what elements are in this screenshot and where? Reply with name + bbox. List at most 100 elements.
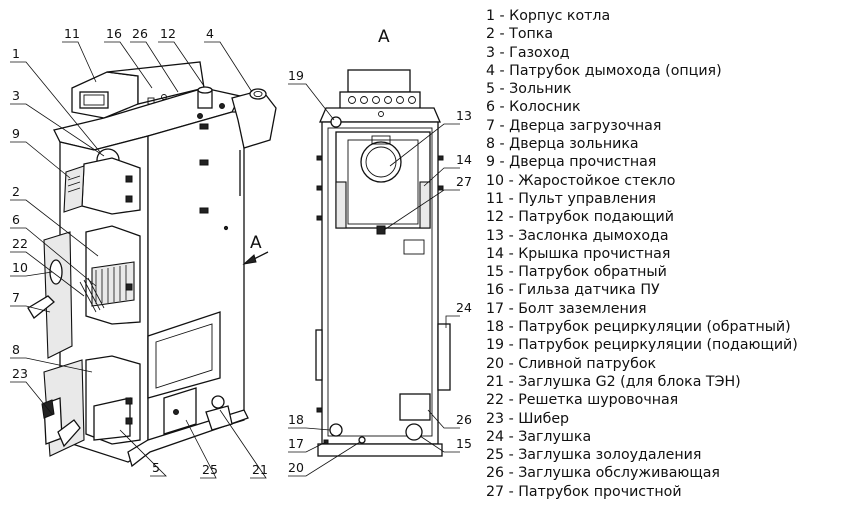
rear-plate: [403, 239, 425, 255]
callout-4: 4: [206, 26, 214, 41]
callout-21: 21: [252, 462, 268, 477]
callout-numbers: 11 16 26 12 4 1 3 9 2 6 22 10 7 8 23 5 2…: [12, 26, 472, 477]
return-pipe: [405, 423, 423, 441]
rear-connector: [408, 96, 416, 104]
callout-16: 16: [106, 26, 122, 41]
chimney-damper-handle: [371, 135, 391, 145]
callout-9: 9: [12, 126, 20, 141]
side-dot: [223, 225, 229, 231]
callout-18: 18: [288, 412, 304, 427]
chimney-damper-inner: [365, 146, 397, 178]
legend-item-19: 19 - Патрубок рециркуляции (подающий): [486, 337, 798, 354]
leader-lines: [10, 41, 460, 479]
callout-6: 6: [12, 212, 20, 227]
rear-top-cap: [319, 107, 441, 123]
legend-item-3: 3 - Газоход: [486, 44, 570, 61]
side-edge-left: [315, 329, 323, 381]
callout-19: 19: [288, 68, 304, 83]
legend-item-11: 11 - Пульт управления: [486, 190, 657, 207]
rear-connector-strip: [339, 91, 421, 111]
rear-view-title: А: [378, 27, 390, 47]
loading-door-handle: [27, 295, 55, 319]
callout-10: 10: [12, 260, 28, 275]
recirculation-return-pipe: [329, 423, 343, 437]
callout-25: 25: [202, 462, 218, 477]
sensor-sleeve-2: [219, 103, 225, 109]
callout-27: 27: [456, 174, 472, 189]
legend-item-7: 7 - Дверца загрузочная: [486, 117, 662, 134]
cleaning-pipe: [376, 225, 386, 235]
side-bolt-2: [199, 159, 209, 166]
legend-item-25: 25 - Заглушка золоудаления: [486, 447, 702, 464]
callout-11: 11: [64, 26, 80, 41]
ash-door-hinge: [125, 397, 133, 405]
legend-item-14: 14 - Крышка прочистная: [486, 245, 671, 262]
legend-item-18: 18 - Патрубок рециркуляции (обратный): [486, 319, 791, 336]
rear-control-box: [347, 69, 411, 93]
legend-item-2: 2 - Топка: [486, 26, 554, 43]
legend-item-1: 1 - Корпус котла: [486, 8, 611, 24]
legend-item-9: 9 - Дверца прочистная: [486, 154, 657, 171]
legend-item-15: 15 - Патрубок обратный: [486, 264, 667, 281]
callout-13: 13: [456, 108, 472, 123]
rear-base: [317, 443, 443, 457]
legend-item-17: 17 - Болт заземления: [486, 300, 647, 317]
legend-item-12: 12 - Патрубок подающий: [486, 209, 674, 226]
legend-item-4: 4 - Патрубок дымохода (опция): [486, 62, 722, 79]
side-bolt-1: [199, 123, 209, 130]
callout-22: 22: [12, 236, 28, 251]
control-panel-display: [79, 91, 109, 109]
supply-pipe-end: [197, 86, 213, 94]
legend-item-24: 24 - Заглушка: [486, 428, 592, 445]
callout-8: 8: [12, 342, 20, 357]
ash-removal-plug: [163, 387, 197, 435]
legend-item-10: 10 - Жаростойкое стекло: [486, 172, 676, 189]
rear-connector: [348, 96, 356, 104]
loading-door: [43, 231, 73, 359]
callout-3: 3: [12, 88, 20, 103]
callout-15: 15: [456, 436, 472, 451]
ash-door-handle: [57, 419, 81, 448]
side-bolt-3: [199, 207, 209, 214]
service-plug: [399, 393, 431, 421]
legend-item-5: 5 - Зольник: [486, 81, 572, 98]
cleaning-door-open-leaf: [63, 165, 85, 213]
callout-24: 24: [456, 300, 472, 315]
legend-item-27: 27 - Патрубок прочистной: [486, 483, 682, 500]
callout-1: 1: [12, 46, 20, 61]
side-plug: [437, 323, 451, 391]
cleaning-lid-side-left: [335, 181, 347, 229]
legend-item-22: 22 - Решетка шуровочная: [486, 392, 679, 409]
cleaning-door: [81, 157, 141, 215]
legend-item-23: 23 - Шибер: [486, 410, 570, 427]
sensor-sleeve: [197, 113, 203, 119]
control-panel-screen: [83, 94, 105, 106]
rear-connector: [360, 96, 368, 104]
rear-connector: [396, 96, 404, 104]
isometric-view: [27, 61, 277, 468]
chimney-damper: [360, 141, 402, 183]
recirculation-supply-pipe: [378, 111, 384, 117]
rear-body-inner: [327, 127, 433, 437]
view-arrow-label: А: [250, 233, 262, 253]
cleaning-lid-side-right: [419, 181, 431, 229]
callout-26-rear: 26: [456, 412, 472, 427]
control-panel-top: [106, 61, 205, 105]
grate: [91, 261, 135, 307]
boiler-drawing: А А: [10, 26, 472, 479]
callout-17: 17: [288, 436, 304, 451]
flue-pipe-hole: [253, 90, 263, 98]
legend-item-20: 20 - Сливной патрубок: [486, 355, 657, 372]
callout-26: 26: [132, 26, 148, 41]
callout-5: 5: [152, 460, 160, 475]
callout-20: 20: [288, 460, 304, 475]
ash-removal-plug-bolt: [173, 409, 179, 415]
ash-door-hinge-2: [125, 417, 133, 425]
view-arrow: А: [242, 233, 269, 265]
view-arrow-head: [242, 254, 257, 265]
callout-12: 12: [160, 26, 176, 41]
rear-connector: [384, 96, 392, 104]
callout-23: 23: [12, 366, 28, 381]
side-cleaning-window-inner: [155, 323, 213, 389]
